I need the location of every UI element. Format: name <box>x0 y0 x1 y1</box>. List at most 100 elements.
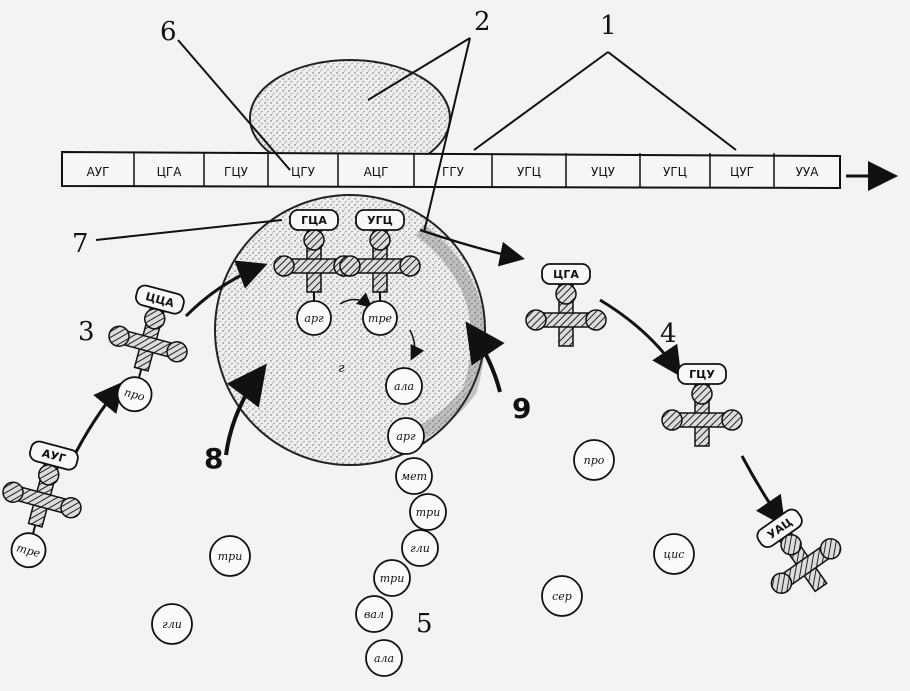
trna-loop-left <box>339 255 361 277</box>
codon: УЦУ <box>591 165 616 179</box>
codon: ГЦУ <box>224 165 249 179</box>
trna-far-incoming: АУГ тре <box>2 440 82 569</box>
trna-loop-left <box>108 325 130 347</box>
chain-residue <box>401 529 439 567</box>
trna-loop-right <box>166 341 188 363</box>
trna-leaving-1: ЦГА <box>525 263 607 347</box>
arrow-8 <box>224 363 267 456</box>
amino-acid-label: арг <box>304 312 324 325</box>
arrow-enter-2 <box>70 381 124 461</box>
amino-acid-label: про <box>123 386 147 404</box>
anticodon-box <box>289 209 339 231</box>
amino-acid-circle <box>296 300 332 336</box>
amino-acid-label: тре <box>368 312 392 325</box>
trna-loop-left <box>2 481 24 503</box>
trna-loop-right <box>60 497 82 519</box>
chain-residue-label: три <box>416 506 441 519</box>
trna-loop-left <box>273 255 295 277</box>
anticodon-box <box>29 440 79 471</box>
trna-loop-right <box>721 409 743 431</box>
chain-residue-label: арг <box>396 430 416 443</box>
free-amino-acid <box>541 575 583 617</box>
label-2-line-b <box>423 37 471 233</box>
amino-acid-circle <box>10 532 47 569</box>
label-5: 5 <box>416 609 433 639</box>
label-1-line-b <box>607 51 737 151</box>
codon: ЦГА <box>157 165 183 179</box>
codon: УУА <box>796 165 820 179</box>
chain-residue <box>373 559 411 597</box>
chain-residue-label: вал <box>364 608 384 621</box>
label-7: 7 <box>72 229 89 259</box>
amino-acid-circle <box>362 300 398 336</box>
chain-residue <box>365 639 403 677</box>
chain-residue-label: три <box>380 572 405 585</box>
chain-residue-label: мет <box>401 470 427 483</box>
anticodon-label: ГЦУ <box>689 368 715 381</box>
anticodon-label: ГЦА <box>301 214 327 227</box>
codon: ГГУ <box>442 165 465 179</box>
free-amino-acid <box>653 533 695 575</box>
label-8: 8 <box>204 442 223 475</box>
label-1-line-a <box>473 51 609 151</box>
chain-residue <box>387 417 425 455</box>
chain-residue-label: ала <box>374 652 394 665</box>
label-2-line-a <box>367 37 471 101</box>
arrow-leave-1 <box>599 298 682 377</box>
trna-loop-left <box>661 409 683 431</box>
free-amino-acid-label: про <box>584 454 605 467</box>
codon: УГЦ <box>663 165 687 179</box>
label-9: 9 <box>512 392 531 425</box>
trna-leaving-3: УАЦ <box>756 508 842 594</box>
chain-residue <box>355 595 393 633</box>
arrow-leave-2 <box>740 455 786 527</box>
subunit-label: г <box>338 361 345 376</box>
arrow-exit <box>419 228 525 267</box>
anticodon-box <box>677 363 727 385</box>
trna-loop-top <box>691 383 713 405</box>
anticodon-label: ЦГА <box>553 268 579 281</box>
trna-loop-top <box>555 283 577 305</box>
trna-loop-right <box>399 255 421 277</box>
amino-acid-label: тре <box>15 541 42 560</box>
trna-site-a: УГЦ тре <box>339 209 421 336</box>
chain-residue <box>409 493 447 531</box>
free-amino-acid-label: три <box>218 550 243 563</box>
codon: ЦУГ <box>730 165 754 179</box>
free-amino-acid-label: цис <box>664 548 685 561</box>
arrow-9 <box>465 321 505 393</box>
label-4: 4 <box>660 319 677 349</box>
codon: АУГ <box>87 165 110 179</box>
trna-loop-top <box>369 229 391 251</box>
mrna-strand <box>61 150 841 190</box>
chain-residue <box>385 367 423 405</box>
label-6: 6 <box>160 17 177 47</box>
trna-loop-right <box>585 309 607 331</box>
label-7-line <box>95 219 283 241</box>
trna-loop-left <box>770 572 793 594</box>
anticodon-label: УГЦ <box>367 214 393 227</box>
anticodon-label: АУГ <box>40 447 67 466</box>
anticodon-box <box>355 209 405 231</box>
free-amino-acid <box>151 603 193 645</box>
anticodon-box <box>541 263 591 285</box>
amino-acid-circle <box>116 376 153 413</box>
label-3: 3 <box>78 317 95 347</box>
codon: АЦГ <box>364 165 389 179</box>
chain-residue-label: гли <box>410 542 430 555</box>
trna-site-p: ГЦА арг <box>273 209 355 336</box>
free-amino-acid <box>573 439 615 481</box>
arrow-chain <box>409 329 425 361</box>
free-amino-acid-label: гли <box>162 618 182 631</box>
chain-residue <box>395 457 433 495</box>
trna-leaving-2: ГЦУ <box>661 363 743 447</box>
trna-loop-left <box>525 309 547 331</box>
large-subunit-shade <box>398 224 486 447</box>
label-2: 2 <box>474 7 491 37</box>
